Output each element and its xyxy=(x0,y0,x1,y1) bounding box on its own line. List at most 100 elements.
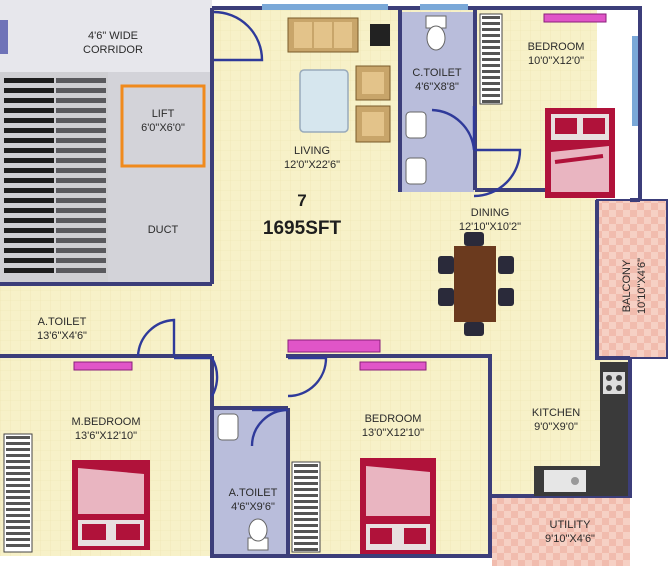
stripe xyxy=(4,98,54,103)
stripe xyxy=(6,478,30,481)
lift-size: 6'0"X6'0" xyxy=(141,122,185,134)
dining-size: 12'10"X10'2" xyxy=(459,221,521,233)
corridor-wall-block xyxy=(0,20,8,54)
wardrobe-m-bedroom xyxy=(3,433,33,553)
stripe xyxy=(56,238,106,243)
stripe xyxy=(4,168,54,173)
stripe xyxy=(482,40,500,43)
lift-shaft xyxy=(120,84,206,168)
balcony-area xyxy=(596,199,668,359)
stripe xyxy=(294,542,318,545)
stripe xyxy=(294,470,318,473)
stripe xyxy=(56,228,106,233)
bed-m-bedroom xyxy=(72,460,150,550)
dining-label: DINING xyxy=(471,207,510,219)
c-toilet-size: 4'6"X8'8" xyxy=(415,81,459,93)
bedroom-bottom-size: 13'0"X12'10" xyxy=(362,427,424,439)
a-toilet-mid-label: A.TOILET xyxy=(229,487,278,499)
center-table xyxy=(299,69,349,133)
balcony-label: BALCONY xyxy=(621,259,633,312)
unit-number: 7 xyxy=(297,191,306,210)
a-toilet-left-size: 13'6"X4'6" xyxy=(37,330,87,342)
stripe xyxy=(56,268,106,273)
stripe xyxy=(56,208,106,213)
stripe xyxy=(6,460,30,463)
stripe xyxy=(6,496,30,499)
stripe xyxy=(56,148,106,153)
stripe xyxy=(4,258,54,263)
stripe xyxy=(4,228,54,233)
stripe xyxy=(4,188,54,193)
kitchen-label: KITCHEN xyxy=(532,407,580,419)
kitchen-counter xyxy=(534,362,628,496)
bed-bottom xyxy=(360,458,436,554)
c-toilet-label: C.TOILET xyxy=(412,67,462,79)
stripe xyxy=(4,198,54,203)
sofa xyxy=(287,17,359,53)
stripe xyxy=(482,64,500,67)
stripe xyxy=(482,76,500,79)
stripe xyxy=(482,88,500,91)
kitchen-size: 9'0"X9'0" xyxy=(534,421,578,433)
stripe xyxy=(56,168,106,173)
stripe xyxy=(56,128,106,133)
stripe xyxy=(56,138,106,143)
stripe xyxy=(482,70,500,73)
stripe xyxy=(482,58,500,61)
stripe xyxy=(56,108,106,113)
tv-unit xyxy=(370,24,390,46)
corridor-size: CORRIDOR xyxy=(83,44,143,56)
wardrobe-top-bedroom xyxy=(479,13,503,105)
stripe xyxy=(482,16,500,19)
a-toilet-left-label: A.TOILET xyxy=(38,316,87,328)
stripe xyxy=(6,514,30,517)
stripe xyxy=(294,548,318,551)
utility-label: UTILITY xyxy=(550,519,592,531)
stripe xyxy=(294,512,318,515)
wardrobe-bedroom-bottom xyxy=(291,461,321,553)
stripe xyxy=(294,530,318,533)
stripe xyxy=(482,28,500,31)
stripe xyxy=(294,500,318,503)
stripe xyxy=(4,138,54,143)
stripe xyxy=(294,518,318,521)
room-labels: 4'6" WIDE CORRIDOR LIFT 6'0"X6'0" DUCT L… xyxy=(37,30,648,545)
stripe xyxy=(6,448,30,451)
stripe xyxy=(6,490,30,493)
stripe xyxy=(6,508,30,511)
stripe xyxy=(6,538,30,541)
bedroom-top-size: 10'0"X12'0" xyxy=(528,55,584,67)
armchairs xyxy=(355,65,391,143)
stripe xyxy=(56,258,106,263)
utility-area xyxy=(492,496,630,566)
bedroom-top-label: BEDROOM xyxy=(528,41,585,53)
stripe xyxy=(4,78,54,83)
stripe xyxy=(56,78,106,83)
door-swings xyxy=(136,10,522,447)
m-bedroom-size: 13'6"X12'10" xyxy=(75,430,137,442)
stripe xyxy=(4,218,54,223)
stripe xyxy=(6,436,30,439)
stripe xyxy=(482,94,500,97)
stripe xyxy=(4,238,54,243)
living-label: LIVING xyxy=(294,145,330,157)
stripe xyxy=(294,464,318,467)
stripe xyxy=(56,198,106,203)
stripe xyxy=(56,178,106,183)
stripe xyxy=(56,88,106,93)
stripe xyxy=(4,118,54,123)
stripe xyxy=(4,108,54,113)
dining-table xyxy=(438,232,514,336)
stripe xyxy=(56,98,106,103)
stripe xyxy=(294,524,318,527)
corridor-label: 4'6" WIDE xyxy=(88,30,138,42)
stripe xyxy=(4,248,54,253)
stripe xyxy=(6,526,30,529)
stripe xyxy=(56,218,106,223)
a-toilet-mid-size: 4'6"X9'6" xyxy=(231,501,275,513)
m-bedroom-label: M.BEDROOM xyxy=(71,416,140,428)
balcony-size: 10'10"X4'6" xyxy=(636,258,648,314)
stripe xyxy=(482,34,500,37)
stripe xyxy=(294,488,318,491)
